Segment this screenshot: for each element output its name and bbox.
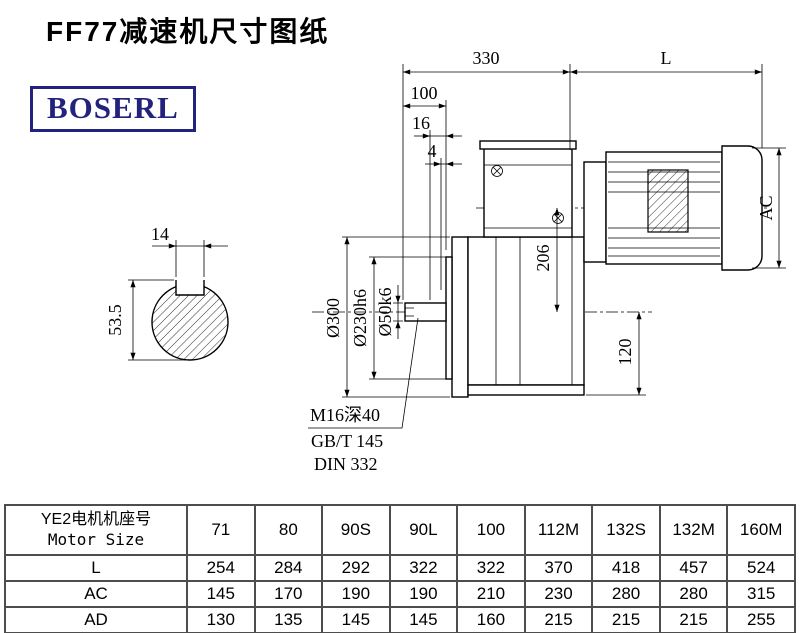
- table-cell: 280: [658, 580, 729, 608]
- dim14-ext-lines: [175, 240, 205, 277]
- flange-spigot: [445, 256, 453, 380]
- gearbox-body: [467, 236, 585, 386]
- dim-16-label: 16: [412, 113, 430, 133]
- table-cell: 145: [321, 606, 391, 633]
- thread-notes: M16深40 GB/T 145 DIN 332: [308, 317, 419, 474]
- page-title: FF77减速机尺寸图纸: [46, 16, 330, 47]
- dim-phi300-label: Ø300: [323, 298, 343, 338]
- motor-adapter: [583, 161, 607, 263]
- table-cell: 370: [523, 554, 594, 582]
- flange-plate: [451, 236, 469, 398]
- motor-size-col: 112M: [523, 504, 594, 556]
- table-row-L: L 254 284 292 322 322 370 418 457 524: [4, 554, 796, 582]
- dim-phi230-label: Ø230h6: [350, 289, 370, 347]
- shaft-center-hole: [405, 307, 414, 317]
- dim230-ext: [369, 256, 446, 380]
- table-cell: 418: [591, 554, 661, 582]
- motor-size-col: 80: [253, 504, 324, 556]
- dim-14-label: 14: [151, 224, 169, 244]
- table-cell: 322: [456, 554, 526, 582]
- row-label: L: [4, 554, 188, 582]
- shaft-section-view: 14 53.5: [105, 224, 229, 361]
- table-cell: 284: [253, 554, 324, 582]
- motor-size-header-cell: YE2电机机座号 Motor Size: [4, 504, 188, 556]
- table-cell: 135: [253, 606, 324, 633]
- motor-size-col: 90L: [388, 504, 459, 556]
- top-ext-lines: [402, 64, 763, 300]
- table-cell: 170: [253, 580, 324, 608]
- note-din332: DIN 332: [314, 454, 378, 474]
- note-m16: M16深40: [310, 405, 380, 425]
- dim-330-label: 330: [473, 48, 500, 68]
- note-gbt145: GB/T 145: [311, 431, 383, 451]
- motor-size-col: 132M: [658, 504, 729, 556]
- motor-size-col: 160M: [726, 504, 796, 556]
- table-cell: 130: [186, 606, 256, 633]
- output-shaft: [404, 302, 447, 322]
- motor-size-header-en: Motor Size: [47, 530, 145, 549]
- note-leader-line: [308, 317, 419, 429]
- table-cell: 145: [388, 606, 459, 633]
- table-row-AC: AC 145 170 190 190 210 230 280 280 315: [4, 580, 796, 608]
- table-cell: 457: [658, 554, 729, 582]
- table-cell: 254: [186, 554, 256, 582]
- table-cell: 255: [726, 606, 796, 633]
- table-cell: 524: [726, 554, 796, 582]
- row-label: AC: [4, 580, 188, 608]
- dim53-ext-lines: [128, 279, 186, 361]
- table-cell: 215: [658, 606, 729, 633]
- dim-4-label: 4: [428, 141, 437, 161]
- dim-phi50-label: Ø50k6: [375, 288, 395, 337]
- table-header-row: YE2电机机座号 Motor Size 71 80 90S 90L 100 11…: [4, 504, 796, 556]
- table-cell: 315: [726, 580, 796, 608]
- dim300-ext: [342, 236, 450, 398]
- table-cell: 190: [388, 580, 459, 608]
- table-cell: 292: [321, 554, 391, 582]
- dim-53-5-label: 53.5: [105, 304, 125, 336]
- dim-120-label: 120: [615, 339, 635, 366]
- table-cell: 230: [523, 580, 594, 608]
- motor-size-col: 71: [186, 504, 256, 556]
- gearbox-top-cap: [479, 140, 577, 150]
- table-cell: 160: [456, 606, 526, 633]
- dimensions: 330 L 100 16 4 AC 206: [323, 48, 786, 398]
- keyway-cutout: [176, 280, 204, 295]
- table-cell: 215: [591, 606, 661, 633]
- table-row-AD: AD 130 135 145 145 160 215 215 215 255: [4, 606, 796, 633]
- motor-size-header-cn: YE2电机机座号: [40, 511, 152, 528]
- gear-reducer-side-view: [312, 140, 768, 398]
- table-cell: 280: [591, 580, 661, 608]
- dim-L-label: L: [661, 48, 672, 68]
- motor-size-col: 100: [456, 504, 526, 556]
- row-label: AD: [4, 606, 188, 633]
- table-cell: 145: [186, 580, 256, 608]
- table-cell: 190: [321, 580, 391, 608]
- motor-fan-cowl: [721, 145, 763, 271]
- dim-AC-label: AC: [756, 195, 776, 220]
- motor-terminal-box: [647, 169, 689, 233]
- table-cell: 215: [523, 606, 594, 633]
- dim-100-label: 100: [411, 83, 438, 103]
- keyway-outline: [175, 280, 205, 296]
- housing-detail-lines: [484, 164, 573, 385]
- motor-size-col: 132S: [591, 504, 661, 556]
- table-cell: 210: [456, 580, 526, 608]
- motor-size-col: 90S: [321, 504, 391, 556]
- bolt-hole-top-cross: [492, 166, 502, 176]
- brand-logo: BOSERL: [30, 86, 196, 132]
- gearbox-foot: [467, 384, 585, 396]
- dimension-table: YE2电机机座号 Motor Size 71 80 90S 90L 100 11…: [4, 504, 796, 633]
- table-cell: 322: [388, 554, 459, 582]
- dim-206-label: 206: [533, 245, 553, 272]
- technical-drawing: 14 53.5: [105, 48, 786, 474]
- bolt-hole-top: [491, 165, 503, 177]
